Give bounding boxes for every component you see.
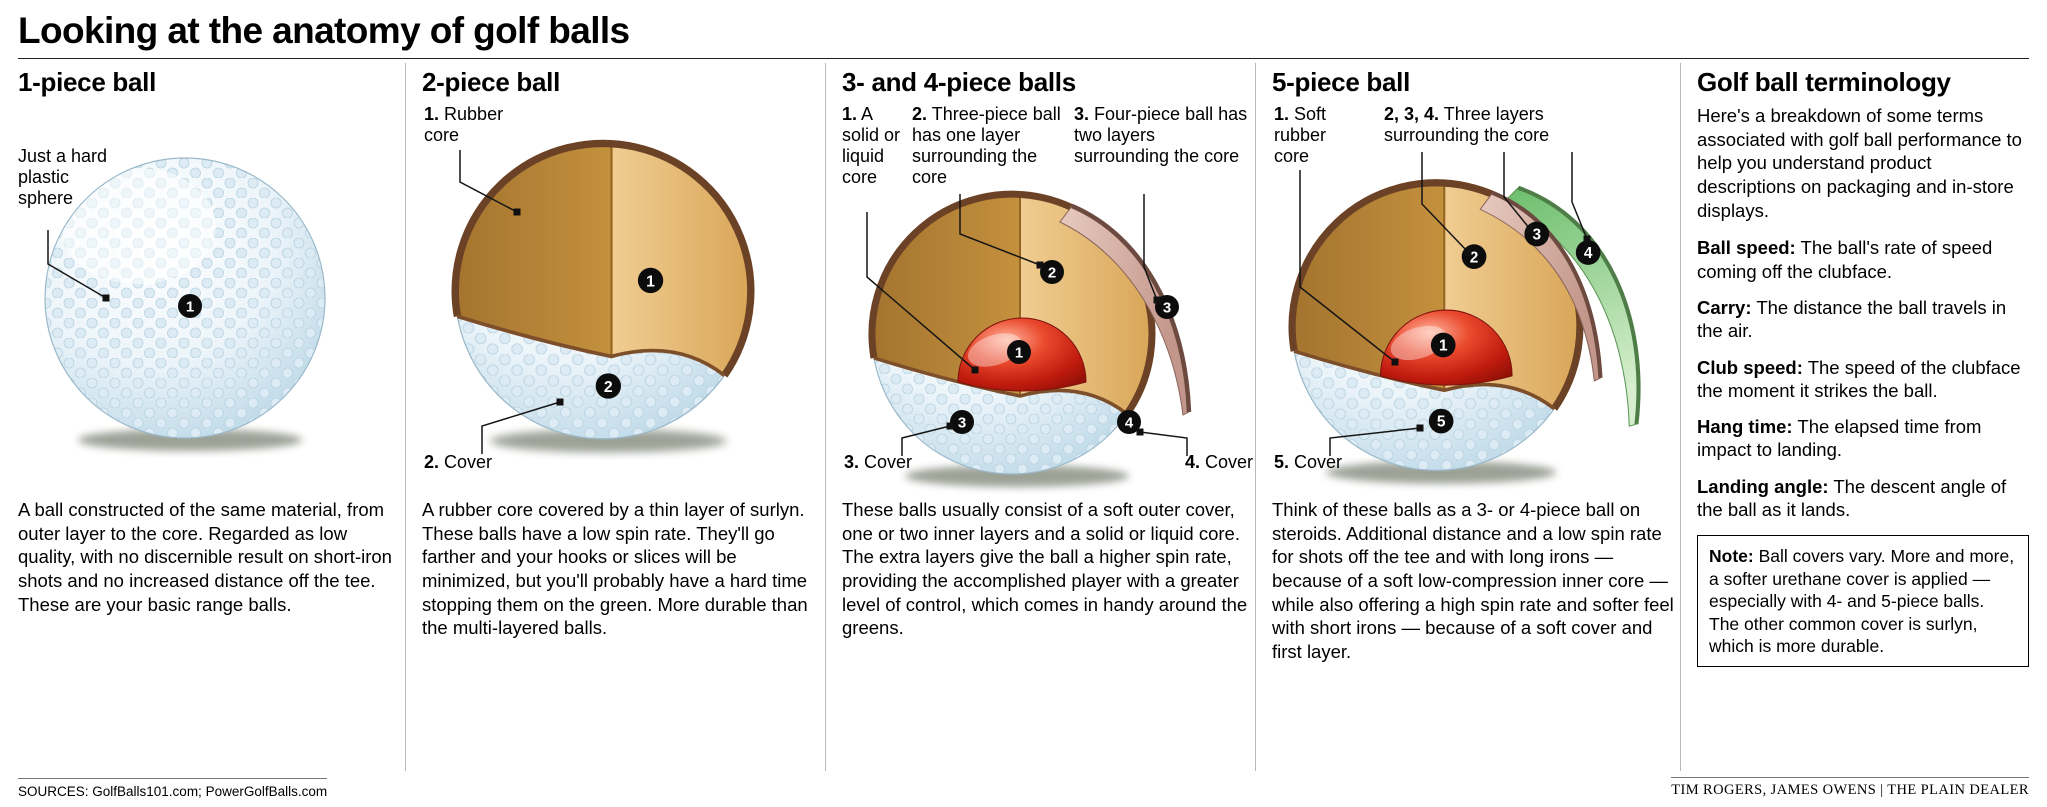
terminology-intro: Here's a breakdown of some terms associa…: [1697, 105, 2022, 221]
figure-2-piece: 1. Rubber core 2. Cover 1 2: [422, 102, 825, 482]
core-cut-right-face: [611, 143, 752, 376]
ball-shadow: [905, 465, 1129, 487]
figure-5-piece: 1. Soft rubber core 2, 3, 4. Three layer…: [1272, 102, 1680, 484]
panel-2-piece-heading: 2-piece ball: [422, 67, 561, 97]
svg-text:3: 3: [1532, 227, 1541, 244]
svg-text:3: 3: [958, 415, 966, 432]
red-core-highlight: [1390, 325, 1447, 361]
sources-credit: SOURCES: GolfBalls101.com; PowerGolfBall…: [18, 778, 328, 799]
svg-text:4: 4: [1125, 415, 1134, 432]
svg-text:1: 1: [1439, 338, 1448, 355]
panel-2-piece-description: A rubber core covered by a thin layer of…: [422, 499, 808, 639]
panel-1-piece: 1-piece ball Just a hard plastic sphere …: [18, 63, 405, 771]
layer-marker-cover: 2: [595, 373, 621, 399]
callout-cover-5: 5. Cover: [1274, 452, 1343, 472]
cover-cut-edge: [456, 314, 726, 377]
svg-text:4: 4: [1584, 245, 1593, 262]
ball-2-piece-illustration: 1 2: [451, 139, 755, 453]
svg-text:3: 3: [1163, 300, 1171, 317]
figure-3-4-piece: 1. A solid or liquid core 2. Three-piece…: [842, 102, 1255, 487]
title-divider: [18, 58, 2029, 59]
layer-marker-mantle2: 3: [1155, 295, 1179, 319]
cover-cut-edge: [1293, 349, 1556, 411]
callout-soft-rubber-core: 1. Soft rubber core: [1274, 104, 1327, 166]
callout-four-piece-layers: 3. Four-piece ball has two layers surrou…: [1074, 104, 1248, 166]
panel-3-4-piece: 3- and 4-piece balls 1. A solid or liqui…: [825, 63, 1255, 771]
layer-marker-mantle1: 2: [1461, 244, 1487, 269]
term-landing-angle: Landing angle: The descent angle of the …: [1697, 475, 2007, 521]
ball-shadow: [78, 429, 302, 451]
svg-text:2: 2: [604, 379, 613, 396]
cover-note-box: Note: Ball covers vary. More and more, a…: [1697, 535, 2029, 668]
callout-cover-4: 4. Cover: [1185, 452, 1254, 472]
byline-credit: TIM ROGERS, JAMES OWENS | THE PLAIN DEAL…: [1671, 777, 2029, 799]
panel-5-piece-description: Think of these balls as a 3- or 4-piece …: [1272, 499, 1674, 663]
term-club-speed: Club speed: The speed of the clubface th…: [1697, 356, 2021, 401]
green-mantle-petal-rim: [1517, 185, 1641, 425]
terminology-heading: Golf ball terminology: [1697, 67, 1951, 97]
ball-5-piece-illustration: 2 3 4 1 5: [1288, 179, 1641, 484]
layer-marker-cover: 5: [1428, 408, 1454, 434]
layer-marker-1: 1: [178, 294, 202, 318]
layer-marker-mantle3: 4: [1575, 240, 1601, 265]
panel-1-piece-description: A ball constructed of the same material,…: [18, 499, 392, 615]
columns-container: 1-piece ball Just a hard plastic sphere …: [18, 63, 2029, 771]
svg-text:2: 2: [1470, 249, 1479, 266]
layer-marker-core: 1: [1430, 332, 1456, 358]
ball-3-4-piece-illustration: 2 3 1 3 4: [868, 190, 1192, 487]
callout-three-piece-layer: 2. Three-piece ball has one layer surrou…: [912, 104, 1061, 187]
callout-rubber-core: 1. Rubber core: [424, 104, 504, 145]
footer: SOURCES: GolfBalls101.com; PowerGolfBall…: [18, 771, 2029, 799]
layer-marker-cover3: 3: [950, 410, 974, 434]
layer-marker-mantle2: 3: [1524, 221, 1550, 247]
callout-solid-liquid-core: 1. A solid or liquid core: [842, 104, 901, 187]
callout-cover-3: 3. Cover: [844, 452, 913, 472]
svg-text:5: 5: [1437, 414, 1446, 431]
term-ball-speed: Ball speed: The ball's rate of speed com…: [1697, 237, 1993, 282]
layer-marker-core: 1: [637, 267, 664, 294]
page-title: Looking at the anatomy of golf balls: [18, 10, 630, 51]
svg-text:1: 1: [186, 299, 194, 316]
panel-2-piece: 2-piece ball 1. Rubber core 2. Cover: [405, 63, 825, 771]
ball-1-piece-illustration: 1: [44, 157, 326, 451]
panel-terminology: Golf ball terminology Here's a breakdown…: [1680, 63, 2029, 771]
panel-5-piece: 5-piece ball 1. Soft rubber core 2, 3, 4…: [1255, 63, 1680, 771]
panel-3-4-piece-heading: 3- and 4-piece balls: [842, 67, 1076, 97]
svg-text:2: 2: [1048, 265, 1056, 282]
panel-3-4-piece-description: These balls usually consist of a soft ou…: [842, 499, 1248, 639]
figure-1-piece: Just a hard plastic sphere 1: [18, 102, 397, 482]
layer-marker-cover4: 4: [1117, 410, 1141, 434]
layer-marker-mantle1: 2: [1040, 260, 1064, 284]
layer-marker-core: 1: [1007, 340, 1031, 364]
panel-5-piece-heading: 5-piece ball: [1272, 67, 1411, 97]
callout-plastic-sphere: Just a hard plastic sphere: [18, 146, 108, 208]
ball-shadow: [1326, 461, 1557, 484]
term-hang-time: Hang time: The elapsed time from impact …: [1697, 416, 1982, 461]
svg-text:1: 1: [1015, 345, 1023, 362]
cover-cut-edge: [873, 356, 1129, 416]
term-carry: Carry: The distance the ball travels in …: [1697, 296, 2007, 342]
panel-1-piece-heading: 1-piece ball: [18, 67, 157, 97]
callout-three-layers: 2, 3, 4. Three layers surrounding the co…: [1384, 104, 1550, 145]
red-core-highlight: [967, 333, 1023, 367]
callout-cover-2: 2. Cover: [424, 452, 493, 472]
cover-rim: [451, 139, 755, 378]
svg-text:1: 1: [646, 273, 655, 290]
